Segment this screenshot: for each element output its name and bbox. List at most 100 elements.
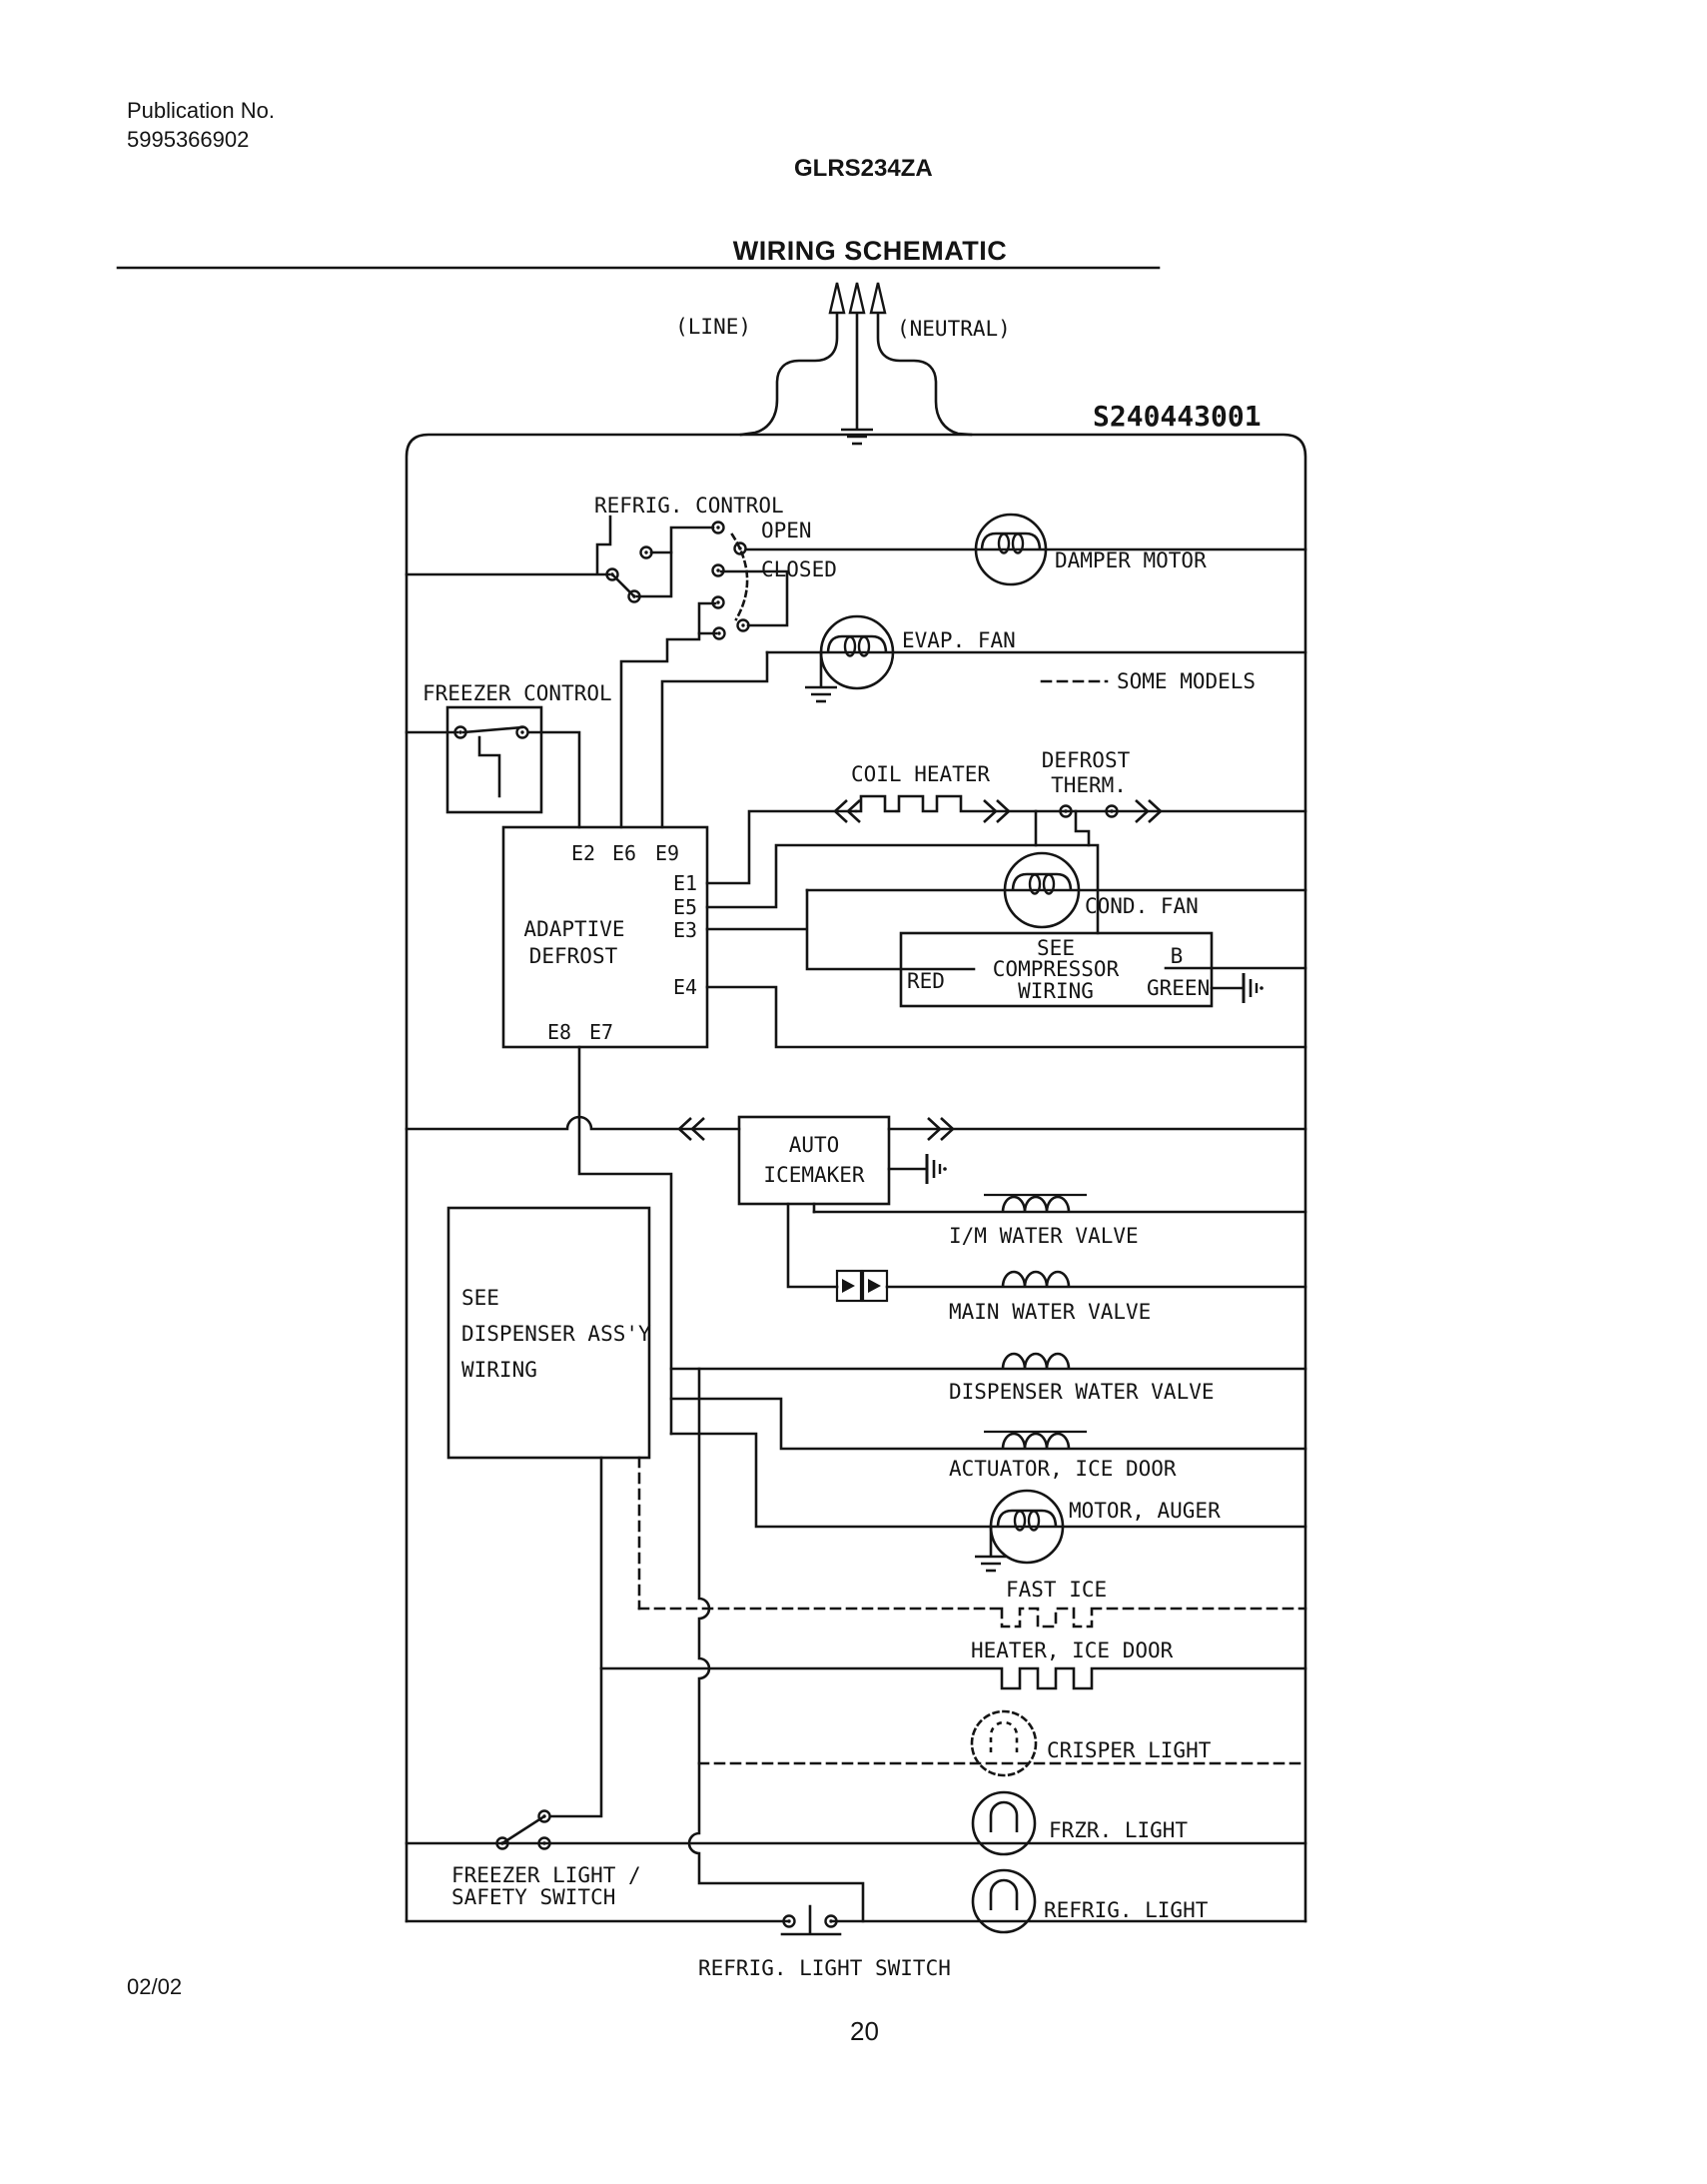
compressor-box <box>899 931 1214 1008</box>
line-wire <box>739 311 839 437</box>
safety-switch-terminal-3 <box>537 1809 551 1823</box>
main-valve-coil-icon <box>1001 1270 1071 1289</box>
icemaker-label-1: AUTO <box>789 1133 840 1157</box>
compressor-label-1: SEE <box>1037 936 1075 960</box>
heater-row: HEATER, ICE DOOR <box>599 1638 1307 1690</box>
line-prong-icon <box>828 281 846 315</box>
adaptive-label-1: ADAPTIVE <box>523 917 624 941</box>
adaptive-defrost: E2 E6 E9 ADAPTIVE DEFROST E1 E5 E3 E4 E8… <box>501 825 709 1049</box>
red-wire-label: RED <box>907 969 945 993</box>
icemaker-ground-icon <box>925 1152 949 1186</box>
frzr-lamp-filament-icon <box>989 1800 1019 1834</box>
freezer-control-sensor <box>477 735 501 798</box>
safety-switch-label-2: SAFETY SWITCH <box>451 1885 615 1909</box>
evap-fan-label: EVAP. FAN <box>902 628 1016 652</box>
dispenser-label-2: DISPENSER ASS'Y <box>461 1322 651 1346</box>
safety-switch-label-1: FREEZER LIGHT / <box>451 1863 641 1887</box>
e5-bypass-wire <box>705 843 1100 935</box>
closed-contact-path <box>719 569 789 627</box>
e6-path <box>619 601 717 829</box>
border-top-sides <box>405 433 1307 1923</box>
cond-fan-label: COND. FAN <box>1085 894 1199 918</box>
main-valve-row: MAIN WATER VALVE <box>835 1269 1307 1324</box>
auger-row: MOTOR, AUGER <box>669 1432 1307 1573</box>
green-wire-label: GREEN <box>1147 976 1210 1000</box>
terminal-e7-label: E7 <box>589 1020 613 1044</box>
refrig-switch-label: REFRIG. LIGHT SWITCH <box>698 1956 951 1980</box>
terminal-e2-label: E2 <box>571 841 595 865</box>
refrig-light-label: REFRIG. LIGHT <box>1044 1898 1209 1922</box>
actuator-row: ACTUATOR, ICE DOOR <box>669 1397 1307 1481</box>
coil-heater-label: COIL HEATER <box>851 762 990 786</box>
im-valve-label: I/M WATER VALVE <box>949 1224 1139 1248</box>
publication-number: 5995366902 <box>127 127 249 152</box>
defrost-output-drop <box>577 1045 673 1436</box>
main-valve-label: MAIN WATER VALVE <box>949 1300 1151 1324</box>
icemaker-row: AUTO ICEMAKER <box>405 1045 1307 1436</box>
cond-fan-row: COND. FAN <box>705 851 1307 971</box>
neutral-label: (NEUTRAL) <box>897 317 1011 341</box>
adaptive-label-2: DEFROST <box>529 944 618 968</box>
publication-label: Publication No. <box>127 98 275 123</box>
dispenser-label-3: WIRING <box>461 1358 537 1382</box>
frzr-row: FRZR. LIGHT FREEZER LIGHT / SAFETY SWITC… <box>405 1790 1307 1909</box>
damper-motor-row: DAMPER MOTOR <box>744 513 1307 586</box>
dispenser-valve-coil-icon <box>1001 1352 1071 1371</box>
e1-to-heater-wire <box>705 809 858 885</box>
heater-wire <box>599 1666 1307 1690</box>
frzr-label: FRZR. LIGHT <box>1049 1818 1188 1842</box>
damper-motor-label: DAMPER MOTOR <box>1055 548 1207 572</box>
evap-ground-icon <box>803 685 839 703</box>
ground-prong-icon <box>848 281 866 315</box>
connector-arrow-2-icon <box>868 1279 881 1293</box>
crisper-label: CRISPER LIGHT <box>1047 1738 1212 1762</box>
dispenser-valve-row: DISPENSER WATER VALVE <box>669 1352 1307 1404</box>
actuator-coil-icon <box>1001 1432 1071 1451</box>
e4-row-wire <box>705 985 1307 1049</box>
terminal-e6-label: E6 <box>612 841 636 865</box>
refrig-row: REFRIG. LIGHT REFRIG. LIGHT SWITCH <box>698 1868 1209 1980</box>
neutral-wire <box>876 311 973 437</box>
open-label: OPEN <box>761 519 812 543</box>
some-models-legend: SOME MODELS <box>1040 669 1256 693</box>
auger-ground-icon <box>973 1555 1009 1573</box>
b-terminal-label: B <box>1171 944 1184 968</box>
compressor-ground-icon <box>1242 971 1266 1005</box>
connector-plug <box>835 1269 863 1303</box>
damper-motor-symbol <box>974 513 1048 586</box>
page-title: WIRING SCHEMATIC <box>733 236 1007 266</box>
compressor-ref: SEE COMPRESSOR WIRING RED B GREEN <box>705 931 1307 1049</box>
adaptive-defrost-box <box>501 825 709 1049</box>
ground-icon <box>839 428 875 446</box>
safety-switch-blade <box>500 1814 546 1845</box>
refrig-control-label: REFRIG. CONTROL <box>594 494 784 518</box>
footer-page-number: 20 <box>850 2016 879 2046</box>
schematic-border <box>405 433 1307 1923</box>
refrig-switch-plunger <box>780 1904 842 1936</box>
actuator-label: ACTUATOR, ICE DOOR <box>949 1457 1177 1481</box>
terminal-e1-label: E1 <box>673 871 697 895</box>
page-header: Publication No. 5995366902 GLRS234ZA WIR… <box>116 98 1262 433</box>
im-valve-row: I/M WATER VALVE <box>812 1193 1307 1248</box>
evap-fan-row: EVAP. FAN <box>660 614 1307 829</box>
defrost-therm-label-2: THERM. <box>1051 773 1127 797</box>
freezer-control-label: FREEZER CONTROL <box>423 681 612 705</box>
refrig-control-pointer <box>595 515 612 574</box>
light-feeder <box>687 1367 865 1923</box>
part-number: S240443001 <box>1093 400 1262 433</box>
terminal-e8-label: E8 <box>547 1020 571 1044</box>
defrost-therm-label-1: DEFROST <box>1042 748 1131 772</box>
model-number: GLRS234ZA <box>794 155 933 182</box>
terminal-e3-label: E3 <box>673 918 697 942</box>
evap-to-e9-wire <box>660 650 769 829</box>
freezer-control-box <box>445 705 543 814</box>
icemaker-out-1 <box>786 1202 839 1289</box>
closed-label: CLOSED <box>761 557 837 581</box>
coil-heater-element <box>854 794 1307 813</box>
dispenser-box <box>446 1206 651 1460</box>
line-label: (LINE) <box>675 315 751 339</box>
cond-fan-symbol <box>1003 851 1081 929</box>
refrig-lamp-filament-icon <box>989 1878 1019 1912</box>
actuator-row-wire <box>669 1397 1307 1451</box>
